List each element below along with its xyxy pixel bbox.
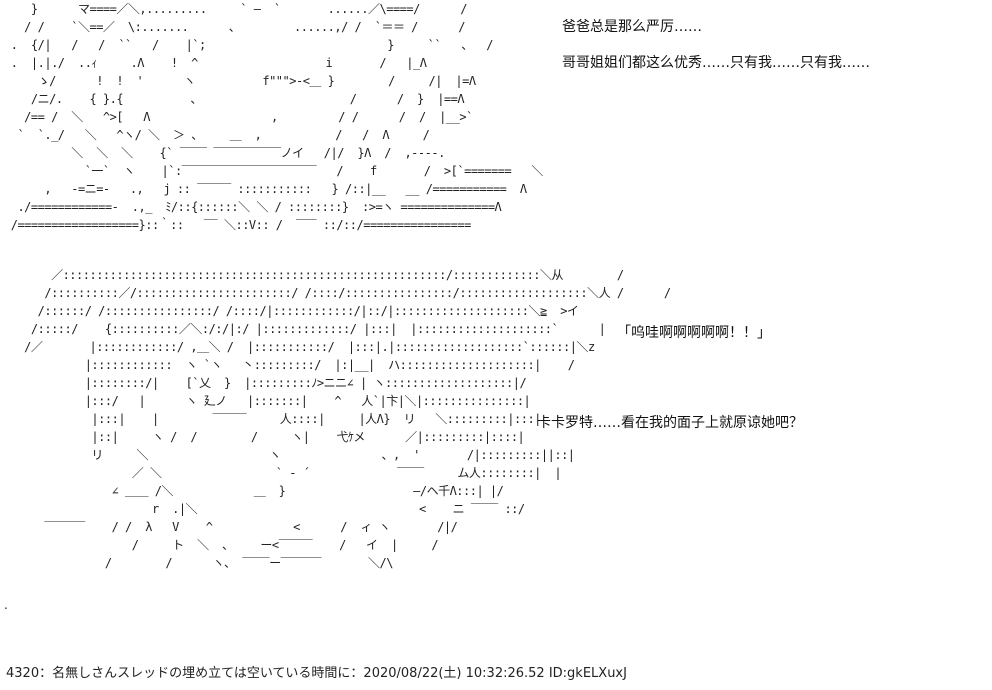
ascii-art-lower-panel: ／:::::::::::::::::::::::::::::::::::::::… <box>24 268 671 570</box>
ascii-art-upper-panel: } マ====／＼,......... ` ― ` ......／\====/ … <box>10 2 544 232</box>
stray-dot: . <box>4 598 8 612</box>
post-footer-meta: 4320：名無しさんスレッドの埋め立ては空いている時間に：2020/08/22(… <box>6 666 627 681</box>
dialogue-line-crying: 「呜哇啊啊啊啊啊！！」 <box>617 325 771 341</box>
dialogue-line-siblings: 哥哥姐姐们都这么优秀……只有我……只有我…… <box>562 55 870 71</box>
dialogue-line-father-strict: 爸爸总是那么严厉…… <box>562 19 702 35</box>
dialogue-line-forgive: 卡卡罗特……看在我的面子上就原谅她吧？ <box>537 415 803 431</box>
